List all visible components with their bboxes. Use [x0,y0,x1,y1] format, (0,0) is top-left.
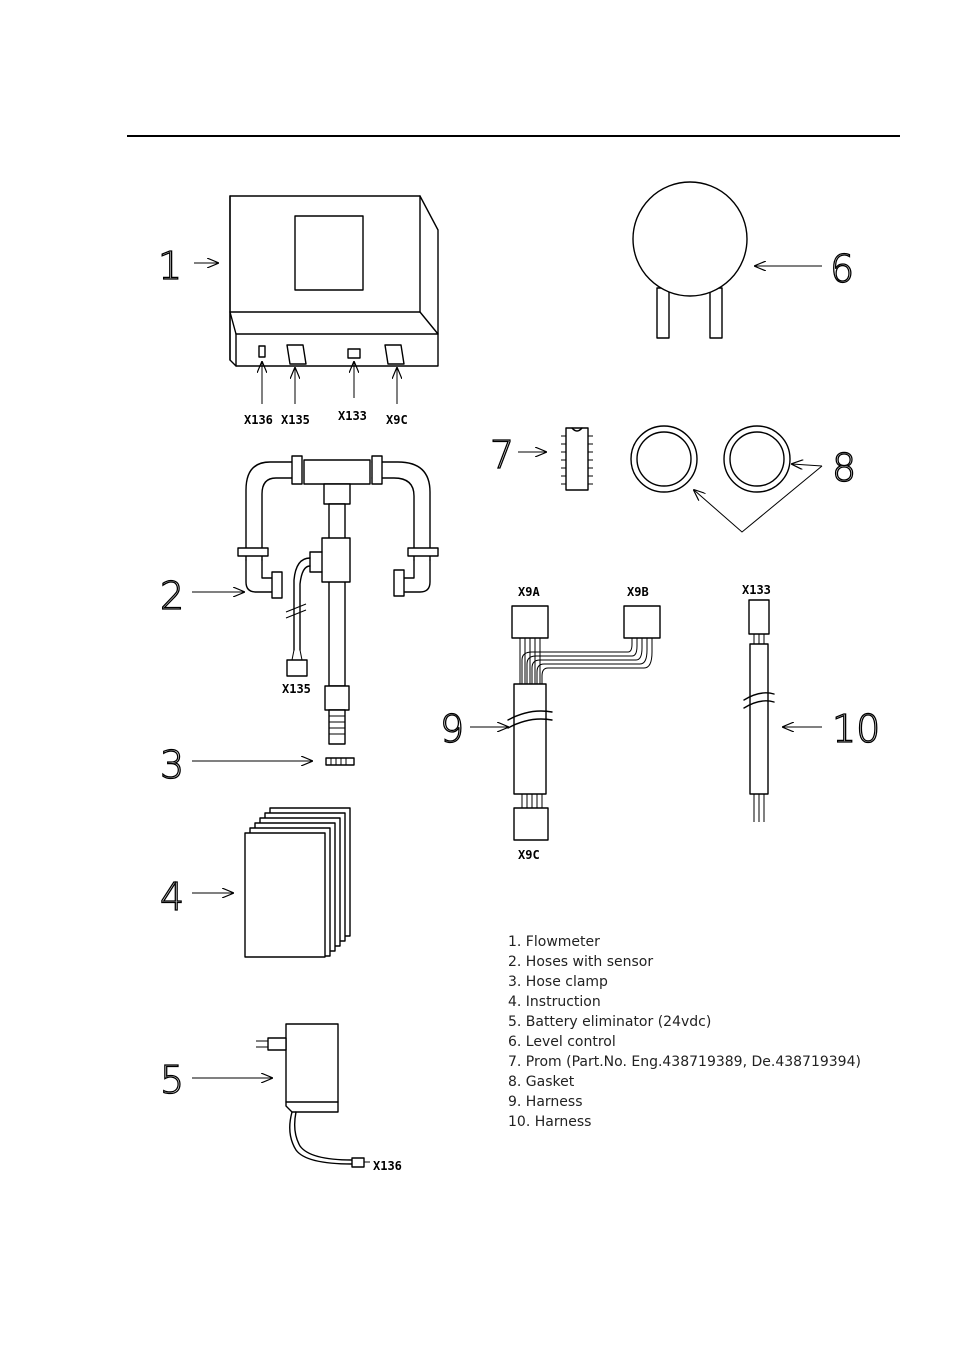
legend-item-6: 6. Level control [508,1034,616,1050]
label-x133-flowmeter: X133 [338,409,367,423]
callout-1: 1 [158,244,182,288]
level-control-illustration [632,181,748,339]
legend-item-9: 9. Harness [508,1094,583,1110]
instruction-booklet-illustration [244,807,351,958]
parts-legend: 1. Flowmeter 2. Hoses with sensor 3. Hos… [508,934,861,1130]
callout-10: 10 [832,707,880,751]
flowmeter-illustration [229,195,439,404]
legend-item-8: 8. Gasket [508,1074,575,1090]
callout-3: 3 [160,743,184,787]
arrow-8 [792,464,823,466]
prom-chip-illustration [561,427,593,491]
callout-4: 4 [160,875,184,919]
legend-item-5: 5. Battery eliminator (24vdc) [508,1014,711,1030]
harness-10-illustration [743,599,775,822]
callout-9: 9 [440,707,464,751]
legend-item-1: 1. Flowmeter [508,934,600,950]
legend-item-10: 10. Harness [508,1114,591,1130]
callout-8: 8 [832,446,856,490]
legend-item-2: 2. Hoses with sensor [508,954,653,970]
legend-item-4: 4. Instruction [508,994,601,1010]
harness-9-illustration [507,605,661,841]
callout-7: 7 [490,433,514,477]
label-x9c-harness: X9C [518,848,540,862]
label-x135-hose: X135 [282,682,311,696]
callout-5: 5 [160,1058,184,1102]
label-x133-harness: X133 [742,583,771,597]
hoses-with-sensor-illustration [237,455,439,745]
label-x9b: X9B [627,585,649,599]
callout-6: 6 [830,247,854,291]
legend-item-3: 3. Hose clamp [508,974,608,990]
label-x9c-flowmeter: X9C [386,413,408,427]
callout-2: 2 [160,574,184,618]
gasket-illustration [630,425,791,493]
arrow-8-leader [694,465,823,533]
hose-clamp-illustration [325,757,355,766]
battery-eliminator-illustration [256,1023,370,1168]
label-x136-flowmeter: X136 [244,413,273,427]
legend-item-7: 7. Prom (Part.No. Eng.438719389, De.4387… [508,1054,861,1070]
label-x9a: X9A [518,585,540,599]
label-x135-flowmeter: X135 [281,413,310,427]
label-x136-adapter: X136 [373,1159,402,1173]
